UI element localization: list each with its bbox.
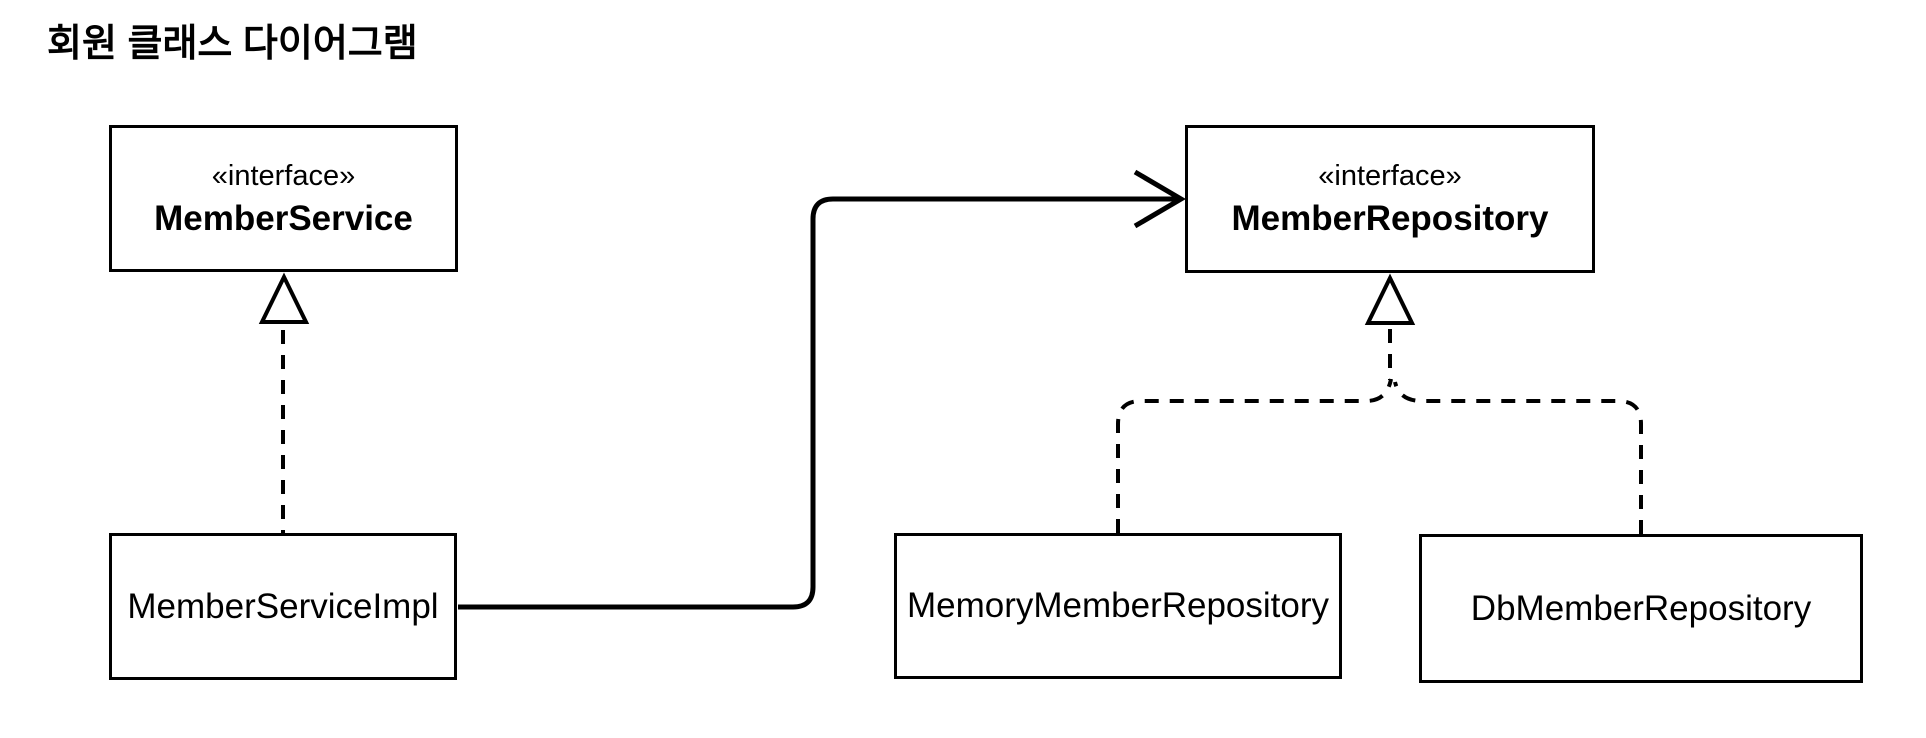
class-name-memory-member-repository: MemoryMemberRepository	[906, 586, 1330, 625]
class-box-db-member-repository: DbMemberRepository	[1419, 534, 1863, 683]
class-box-member-service: «interface» MemberService	[109, 125, 458, 272]
hollow-triangle-arrow-icon	[258, 272, 310, 324]
hollow-triangle-arrow-icon	[1364, 273, 1416, 325]
class-name-db-member-repository: DbMemberRepository	[1470, 588, 1812, 628]
class-name-member-service-impl: MemberServiceImpl	[127, 586, 439, 626]
class-box-memory-member-repository: MemoryMemberRepository	[894, 533, 1342, 679]
class-name-member-repository: MemberRepository	[1231, 199, 1549, 238]
open-arrowhead-icon	[1133, 169, 1186, 229]
class-box-member-repository: «interface» MemberRepository	[1185, 125, 1595, 273]
stereotype-label: «interface»	[1318, 160, 1462, 192]
dependency-edge-memberserviceimpl-memberrepository	[458, 196, 1178, 610]
diagram-title: 회원 클래스 다이어그램	[47, 23, 418, 65]
realization-edge-dbmemberrepository-memberrepository	[1393, 381, 1643, 534]
realization-edge-memorymemberrepository-memberrepository	[1116, 378, 1393, 533]
class-box-member-service-impl: MemberServiceImpl	[109, 533, 457, 680]
class-name-member-service: MemberService	[154, 198, 413, 238]
stereotype-label: «interface»	[211, 159, 356, 192]
